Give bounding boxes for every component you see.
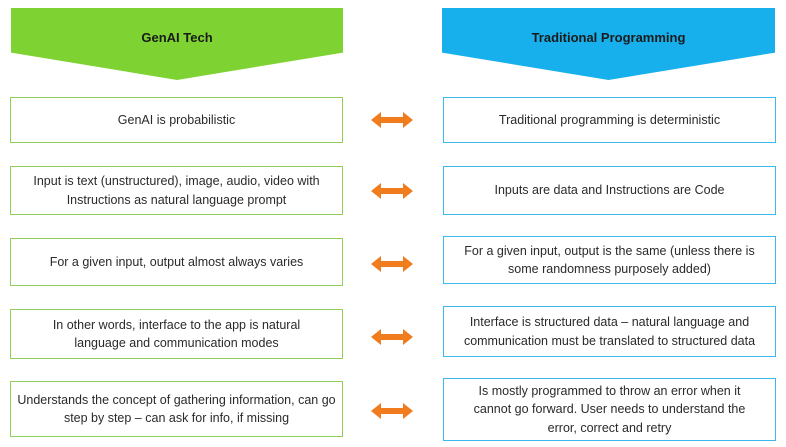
genai-box-2: Input is text (unstructured), image, aud… xyxy=(10,166,343,215)
genai-box-4: In other words, interface to the app is … xyxy=(10,309,343,359)
traditional-header: Traditional Programming xyxy=(442,8,775,80)
traditional-box-2: Inputs are data and Instructions are Cod… xyxy=(443,166,776,215)
traditional-text-2: Inputs are data and Instructions are Cod… xyxy=(494,183,725,198)
traditional-box-1: Traditional programming is deterministic xyxy=(443,97,776,143)
traditional-text-4: Interface is structured data – natural l… xyxy=(463,315,756,348)
genai-text-2: Input is text (unstructured), image, aud… xyxy=(33,174,320,207)
genai-header: GenAI Tech xyxy=(11,8,343,80)
traditional-box-5: Is mostly programmed to throw an error w… xyxy=(443,378,776,441)
double-arrow-icon xyxy=(371,183,413,199)
double-arrow-icon xyxy=(371,329,413,345)
double-arrow-icon xyxy=(371,403,413,419)
genai-text-3: For a given input, output almost always … xyxy=(49,254,304,269)
genai-box-5: Understands the concept of gathering inf… xyxy=(10,381,343,437)
traditional-header-label: Traditional Programming xyxy=(531,30,686,45)
genai-text-1: GenAI is probabilistic xyxy=(117,112,236,127)
genai-box-3: For a given input, output almost always … xyxy=(10,238,343,286)
genai-header-label: GenAI Tech xyxy=(141,30,213,45)
traditional-box-3: For a given input, output is the same (u… xyxy=(443,236,776,284)
genai-text-5: Understands the concept of gathering inf… xyxy=(17,392,336,425)
traditional-text-1: Traditional programming is deterministic xyxy=(498,112,721,127)
traditional-text-5: Is mostly programmed to throw an error w… xyxy=(473,384,746,435)
double-arrow-icon xyxy=(371,256,413,272)
genai-text-4: In other words, interface to the app is … xyxy=(52,317,301,350)
traditional-text-3: For a given input, output is the same (u… xyxy=(464,243,755,276)
genai-box-1: GenAI is probabilistic xyxy=(10,97,343,143)
double-arrow-icon xyxy=(371,112,413,128)
traditional-box-4: Interface is structured data – natural l… xyxy=(443,306,776,357)
